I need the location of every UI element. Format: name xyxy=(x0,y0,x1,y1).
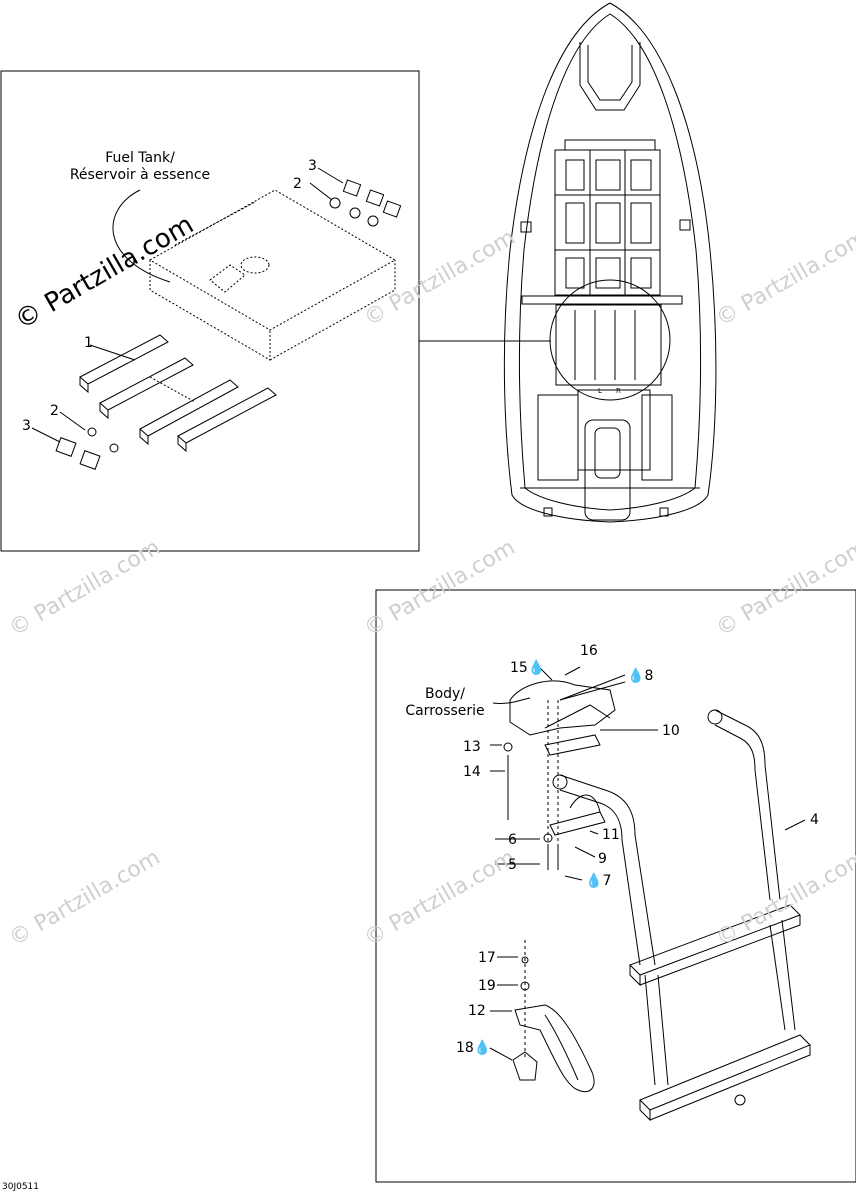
callout-11: 11 xyxy=(602,827,620,843)
callout-3-bottom: 3 xyxy=(22,418,31,434)
figure-code: 30J0511 xyxy=(2,1182,40,1192)
hull-drawing xyxy=(503,2,717,523)
body-label-line2: Carrosserie xyxy=(405,703,485,719)
callout-12: 12 xyxy=(468,1003,486,1019)
hardware-bottom xyxy=(55,427,119,470)
ladder-drawing xyxy=(552,709,811,1122)
callout-15: 15💧 xyxy=(510,660,546,676)
callout-1: 1 xyxy=(84,335,93,351)
callout-4: 4 xyxy=(810,812,819,828)
callout-leaders xyxy=(31,167,806,1061)
grip-drawing xyxy=(512,940,595,1093)
callout-16: 16 xyxy=(580,643,598,659)
hull-mark-right: R xyxy=(616,387,621,395)
callout-10: 10 xyxy=(662,723,680,739)
callout-3-top: 3 xyxy=(308,158,317,174)
callout-2-bottom: 2 xyxy=(50,403,59,419)
ladder-panel-frame xyxy=(375,589,856,1183)
callout-18: 18💧 xyxy=(456,1040,492,1056)
callout-2-top: 2 xyxy=(293,176,302,192)
callout-14: 14 xyxy=(463,764,481,780)
callout-8-number: 8 xyxy=(644,668,654,684)
tank-leader-line xyxy=(112,189,171,283)
body-label-line1: Body/ xyxy=(424,686,466,702)
callout-8: 💧8 xyxy=(627,668,654,684)
callout-17: 17 xyxy=(478,950,496,966)
fuel-tank-label-line1: Fuel Tank/ xyxy=(105,150,175,166)
callout-6: 6 xyxy=(508,832,517,848)
fuel-tank-label-line2: Réservoir à essence xyxy=(69,167,211,183)
callout-15-number: 15 xyxy=(510,660,528,676)
callout-7-number: 7 xyxy=(602,873,612,889)
body-label: Body/ Carrosserie xyxy=(395,686,495,720)
fuel-tank-drawing xyxy=(148,189,397,361)
callout-5: 5 xyxy=(508,857,517,873)
hull-mark-left: L xyxy=(598,387,602,395)
hardware-top xyxy=(329,179,402,227)
support-bars xyxy=(79,334,277,453)
fuel-tank-panel-frame xyxy=(0,70,420,552)
callout-7: 💧7 xyxy=(585,873,612,889)
body-section-drawing xyxy=(503,680,616,870)
callout-13: 13 xyxy=(463,739,481,755)
callout-18-number: 18 xyxy=(456,1040,474,1056)
fuel-tank-label: Fuel Tank/ Réservoir à essence xyxy=(40,150,240,184)
callout-19: 19 xyxy=(478,978,496,994)
callout-9: 9 xyxy=(598,851,607,867)
